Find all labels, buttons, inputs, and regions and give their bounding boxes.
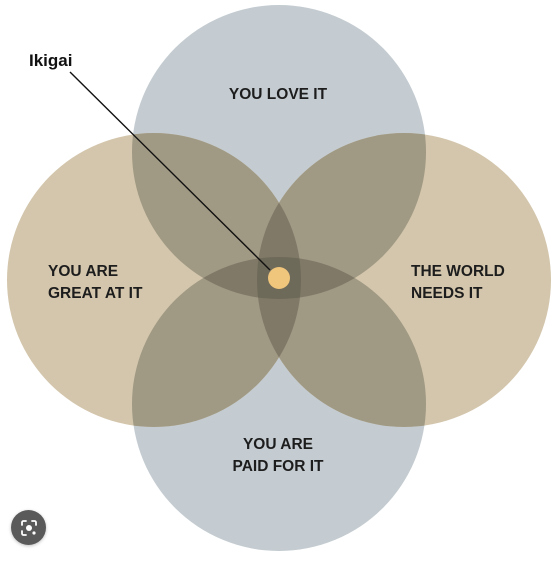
label-paid-line1: YOU ARE xyxy=(243,436,313,453)
label-paid-line2: PAID FOR IT xyxy=(233,458,325,475)
label-world-line2: NEEDS IT xyxy=(411,285,483,302)
label-great-line2: GREAT AT IT xyxy=(48,285,143,302)
label-world-line1: THE WORLD xyxy=(411,263,505,280)
label-you-love-it: YOU LOVE IT xyxy=(229,86,328,103)
ikigai-callout-line xyxy=(69,71,271,271)
camera-search-icon xyxy=(20,519,37,536)
image-search-button[interactable] xyxy=(11,510,46,545)
label-great-line1: YOU ARE xyxy=(48,263,118,280)
ikigai-center-dot xyxy=(268,267,290,289)
ikigai-label: Ikigai xyxy=(29,51,72,70)
